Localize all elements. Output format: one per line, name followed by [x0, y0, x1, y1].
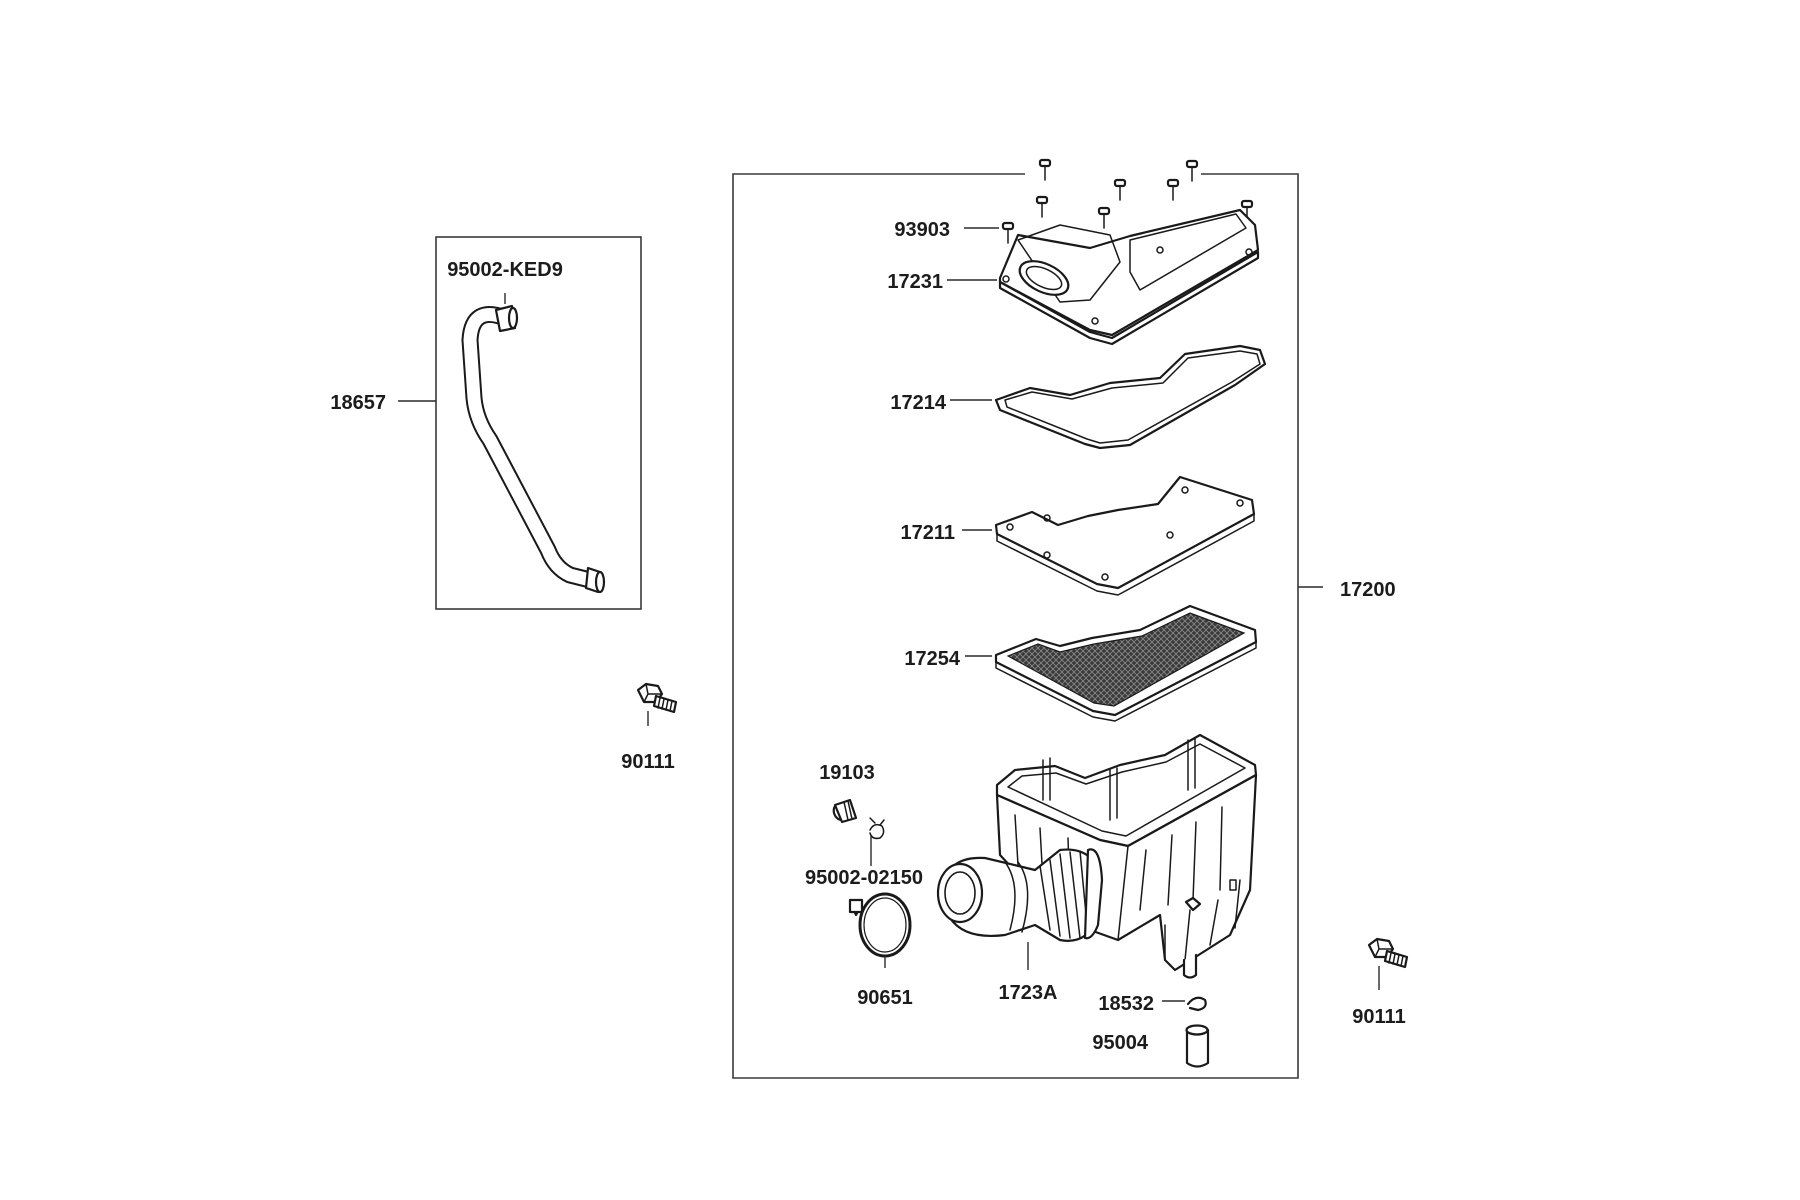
assembly-18657-frame	[435, 236, 642, 610]
leader-lines	[398, 227, 1380, 1002]
label-95002-KED9: 95002-KED9	[447, 259, 563, 281]
breather-hose	[461, 304, 606, 594]
label-90111-left: 90111	[621, 751, 674, 773]
part-labels: 93903 17231 17214 17211 17254 17200 1910…	[330, 219, 1405, 1054]
label-93903: 93903	[894, 219, 950, 241]
label-1723A: 1723A	[999, 982, 1058, 1004]
screw-group-93903	[1001, 158, 1254, 244]
air-cleaner-housing	[995, 733, 1258, 979]
label-17211: 17211	[900, 522, 955, 544]
label-18657: 18657	[330, 392, 386, 414]
label-17200: 17200	[1340, 579, 1396, 601]
label-18532: 18532	[1098, 993, 1154, 1015]
label-17254: 17254	[904, 648, 960, 670]
label-95004: 95004	[1092, 1032, 1148, 1054]
filter-plate	[994, 475, 1256, 596]
small-clip	[869, 817, 885, 840]
label-17231: 17231	[887, 271, 943, 293]
drain-tube	[1185, 1024, 1210, 1068]
air-cleaner-cover	[998, 208, 1260, 346]
label-90651: 90651	[857, 987, 913, 1009]
fitting	[832, 798, 858, 824]
bolt-left	[636, 682, 678, 714]
filter-element	[994, 604, 1258, 722]
hose-clamp	[848, 892, 912, 958]
inlet-duct	[936, 848, 1104, 942]
assembly-17200-frame	[732, 173, 1299, 1079]
label-19103: 19103	[819, 762, 875, 784]
label-95002-02150: 95002-02150	[805, 867, 923, 889]
gasket	[994, 344, 1267, 450]
label-17214: 17214	[890, 392, 946, 414]
drain-clip	[1186, 996, 1207, 1012]
bolt-right	[1367, 937, 1409, 969]
label-90111-right: 90111	[1352, 1006, 1405, 1028]
